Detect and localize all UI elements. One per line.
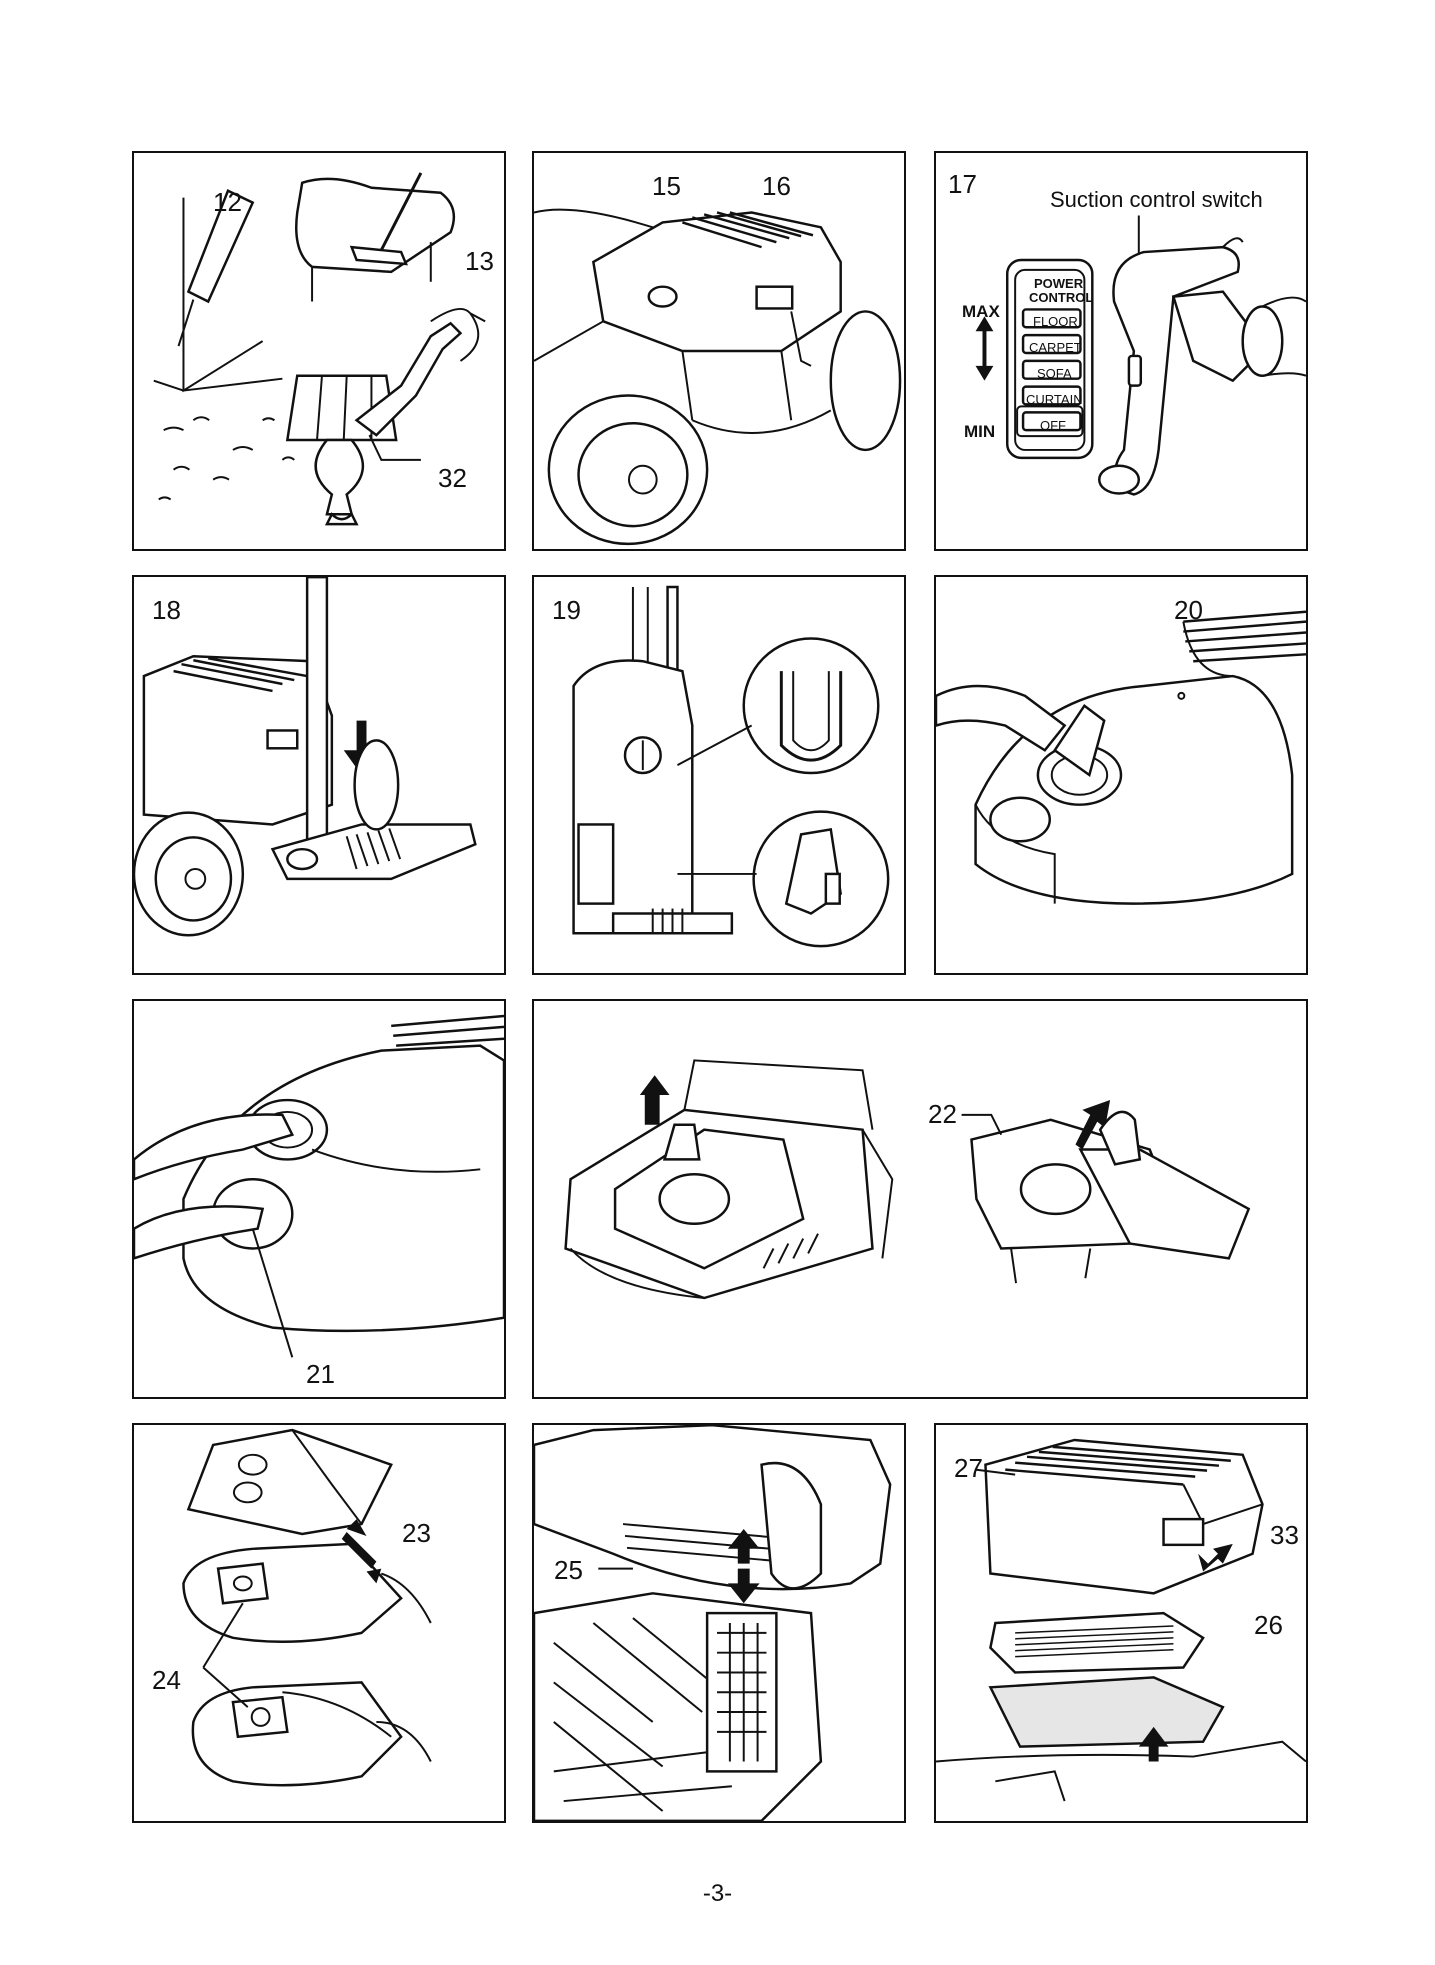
label-24: 24 bbox=[152, 1667, 181, 1693]
panel-cleaner-top: 15 16 bbox=[532, 151, 906, 551]
hose-connect-illustration bbox=[936, 577, 1306, 973]
panel-remove-bag: 22 bbox=[532, 999, 1308, 1399]
open-cover-illustration bbox=[134, 1001, 504, 1397]
panel-storage-vertical: 18 bbox=[132, 575, 506, 975]
switch-option-sofa: SOFA bbox=[1037, 367, 1072, 380]
max-label: MAX bbox=[962, 303, 1000, 320]
label-20: 20 bbox=[1174, 597, 1203, 623]
label-15: 15 bbox=[652, 173, 681, 199]
panel-hose-connect: 20 bbox=[934, 575, 1308, 975]
label-17: 17 bbox=[948, 171, 977, 197]
label-22: 22 bbox=[928, 1101, 957, 1127]
panel-tools: 12 13 32 bbox=[132, 151, 506, 551]
label-19: 19 bbox=[552, 597, 581, 623]
label-23: 23 bbox=[402, 1520, 431, 1546]
switch-option-floor: FLOOR bbox=[1033, 315, 1078, 328]
switch-option-curtain: CURTAIN bbox=[1026, 393, 1083, 406]
label-16: 16 bbox=[762, 173, 791, 199]
label-33: 33 bbox=[1270, 1522, 1299, 1548]
min-label: MIN bbox=[964, 423, 995, 440]
label-26: 26 bbox=[1254, 1612, 1283, 1638]
switch-title-2: CONTROL bbox=[1029, 291, 1093, 304]
dust-bag-illustration bbox=[134, 1425, 504, 1821]
switch-option-off: OFF bbox=[1040, 419, 1066, 432]
exhaust-filter-illustration bbox=[936, 1425, 1306, 1821]
panel-motor-filter: 25 bbox=[532, 1423, 906, 1823]
label-21: 21 bbox=[306, 1361, 335, 1387]
switch-title-1: POWER bbox=[1034, 277, 1083, 290]
label-32: 32 bbox=[438, 465, 467, 491]
cleaner-top-illustration bbox=[534, 153, 904, 549]
label-25: 25 bbox=[554, 1557, 583, 1583]
label-27: 27 bbox=[954, 1455, 983, 1481]
remove-bag-illustration bbox=[534, 1001, 1306, 1397]
switch-option-carpet: CARPET bbox=[1029, 341, 1082, 354]
panel-open-cover: 21 bbox=[132, 999, 506, 1399]
motor-filter-illustration bbox=[534, 1425, 904, 1821]
label-12: 12 bbox=[213, 189, 242, 215]
storage-upright-illustration bbox=[534, 577, 904, 973]
panel-dust-bag: 23 24 bbox=[132, 1423, 506, 1823]
suction-caption: Suction control switch bbox=[1050, 189, 1263, 211]
suction-control-illustration bbox=[936, 153, 1306, 549]
panel-storage-upright: 19 bbox=[532, 575, 906, 975]
label-18: 18 bbox=[152, 597, 181, 623]
page-number: -3- bbox=[0, 1880, 1435, 1908]
label-13: 13 bbox=[465, 248, 494, 274]
storage-vertical-illustration bbox=[134, 577, 504, 973]
panel-suction-control: 17 Suction control switch MAX MIN POWER … bbox=[934, 151, 1308, 551]
panel-exhaust-filter: 27 33 26 bbox=[934, 1423, 1308, 1823]
